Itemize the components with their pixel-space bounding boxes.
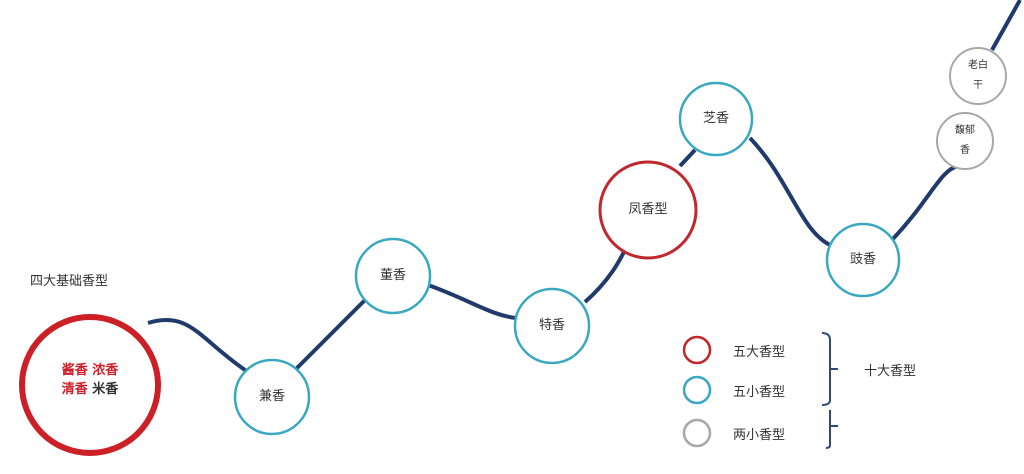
node-label: 芝香 — [702, 111, 730, 126]
base-item-nongxiang: 浓香 — [92, 363, 119, 378]
legend-bracket — [821, 332, 838, 449]
node-laobaigan[interactable] — [949, 47, 1007, 105]
node-texiang[interactable] — [513, 287, 591, 365]
node-label: 兼香 — [258, 389, 286, 404]
node-label: 馥郁香 — [955, 125, 975, 156]
node-label: 老白干 — [968, 60, 988, 91]
base-group-items: 酱香 浓香 清香 米香 — [62, 361, 119, 399]
legend-big-icon — [682, 335, 712, 365]
node-chixiang[interactable] — [825, 222, 901, 298]
connector-line — [147, 0, 1022, 374]
base-group-title: 四大基础香型 — [30, 274, 109, 289]
legend-label-big: 五大香型 — [733, 345, 786, 360]
legend-group-label: 十大香型 — [864, 364, 917, 379]
base-item-qingxiang: 清香 — [61, 382, 88, 397]
node-jianxiang[interactable] — [233, 358, 311, 436]
base-group-circle — [19, 314, 161, 456]
node-fuyuxiang[interactable] — [936, 112, 994, 170]
legend-small-icon — [682, 375, 712, 405]
base-item-jiangxiang: 酱香 — [61, 363, 88, 378]
legend-label-small: 五小香型 — [733, 385, 786, 400]
node-label: 凤香型 — [628, 202, 668, 217]
legend-label-minor: 两小香型 — [733, 428, 786, 443]
node-label: 董香 — [379, 268, 407, 283]
node-label: 豉香 — [849, 252, 877, 267]
base-item-mixiang: 米香 — [92, 382, 119, 397]
node-dongxiang[interactable] — [354, 237, 432, 315]
node-fengxiang[interactable] — [598, 160, 698, 260]
node-label: 特香 — [538, 318, 566, 333]
legend-minor-icon — [682, 418, 712, 448]
node-zhixiang[interactable] — [678, 81, 754, 157]
